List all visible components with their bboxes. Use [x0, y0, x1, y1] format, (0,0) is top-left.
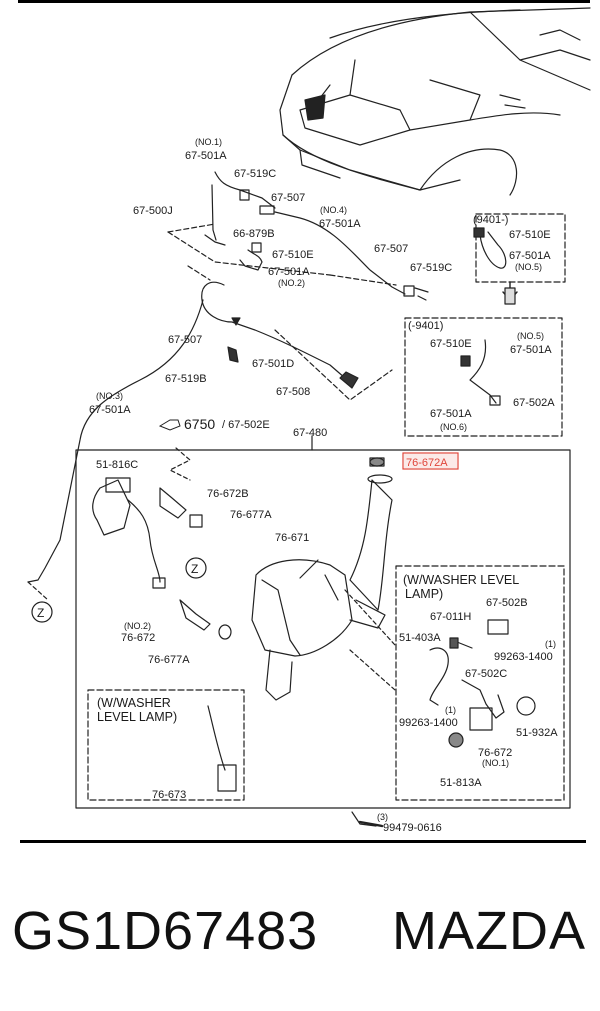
- label-67-501A: 67-501A: [510, 344, 552, 356]
- label-67-502A: 67-502A: [513, 397, 555, 409]
- label-no1: (NO.1): [195, 137, 222, 147]
- label-67-501A: 67-501A: [430, 408, 472, 420]
- label-76-677A: 76-677A: [148, 654, 190, 666]
- label-51-813A: 51-813A: [440, 777, 482, 789]
- label-51-932A: 51-932A: [516, 727, 558, 739]
- label-99263-1400: 99263-1400: [494, 651, 553, 663]
- label-no3: (NO.3): [96, 391, 123, 401]
- label-76-671: 76-671: [275, 532, 309, 544]
- label-76-672: 76-672: [478, 747, 512, 759]
- label-67-480: 67-480: [293, 427, 327, 439]
- parts-diagram: (NO.1) 67-501A 67-519C 67-500J 67-507 (N…: [27, 7, 591, 834]
- label-67-501A: 67-501A: [185, 150, 227, 162]
- label-qty-1: (1): [445, 705, 456, 715]
- label-67-501A: 67-501A: [319, 218, 361, 230]
- highlight-frame: [402, 452, 459, 470]
- label-no1: (NO.1): [482, 758, 509, 768]
- label-51-816C: 51-816C: [96, 459, 138, 471]
- label-qty-3: (3): [377, 812, 388, 822]
- label-67-500J: 67-500J: [133, 205, 173, 217]
- label-67-502B: 67-502B: [486, 597, 528, 609]
- label-67-507: 67-507: [374, 243, 408, 255]
- label-67-502E: / 67-502E: [222, 419, 270, 431]
- label-67-507: 67-507: [168, 334, 202, 346]
- label-67-011H: 67-011H: [430, 611, 471, 623]
- label-no2: (NO.2): [124, 621, 151, 631]
- arrow-icon: [158, 419, 181, 431]
- label-76-677A: 76-677A: [230, 509, 272, 521]
- top-rule: [18, 0, 590, 3]
- label-99263-1400: 99263-1400: [399, 717, 458, 729]
- label-67-519C: 67-519C: [410, 262, 452, 274]
- label-67-510E: 67-510E: [430, 338, 472, 350]
- label-67-502C: 67-502C: [465, 668, 507, 680]
- label-66-879B: 66-879B: [233, 228, 275, 240]
- label-washer: (W/WASHER: [97, 696, 171, 710]
- label-9401: (9401-): [473, 214, 508, 226]
- label-washer-level-lamp-2: LAMP): [405, 587, 443, 601]
- label-z: Z: [37, 606, 44, 620]
- label-76-673: 76-673: [152, 789, 186, 801]
- label-67-501A: 67-501A: [268, 266, 310, 278]
- label-76-672: 76-672: [121, 632, 155, 644]
- label-67-510E: 67-510E: [272, 249, 314, 261]
- label-67-508: 67-508: [276, 386, 310, 398]
- footer: GS1D67483 MAZDA: [0, 893, 600, 973]
- label-67-510E: 67-510E: [509, 229, 551, 241]
- label-67-519C: 67-519C: [234, 168, 276, 180]
- label-67-501A: 67-501A: [89, 404, 131, 416]
- label-67-501A: 67-501A: [509, 250, 551, 262]
- label-no5: (NO.5): [517, 331, 544, 341]
- label-no2: (NO.2): [278, 278, 305, 288]
- label-no6: (NO.6): [440, 422, 467, 432]
- label-76-672B: 76-672B: [207, 488, 249, 500]
- part-number: GS1D67483: [12, 901, 319, 961]
- label-level-lamp: LEVEL LAMP): [97, 710, 177, 724]
- label-minus-9401: (-9401): [408, 320, 443, 332]
- label-washer-level-lamp: (W/WASHER LEVEL: [403, 573, 519, 587]
- label-67-519B: 67-519B: [165, 373, 207, 385]
- label-51-403A: 51-403A: [399, 632, 441, 644]
- label-67-507: 67-507: [271, 192, 305, 204]
- label-qty-1: (1): [545, 639, 556, 649]
- label-99479-0616: 99479-0616: [383, 822, 442, 834]
- bottom-rule: [20, 840, 586, 843]
- label-no4: (NO.4): [320, 205, 347, 215]
- car-illustration: [279, 7, 591, 196]
- label-no5: (NO.5): [515, 262, 542, 272]
- label-67-501D: 67-501D: [252, 358, 294, 370]
- label-76-672A-highlight: 76-672A: [406, 457, 448, 469]
- label-z: Z: [191, 562, 198, 576]
- brand-name: MAZDA: [392, 901, 586, 961]
- label-6750: 6750: [184, 416, 215, 432]
